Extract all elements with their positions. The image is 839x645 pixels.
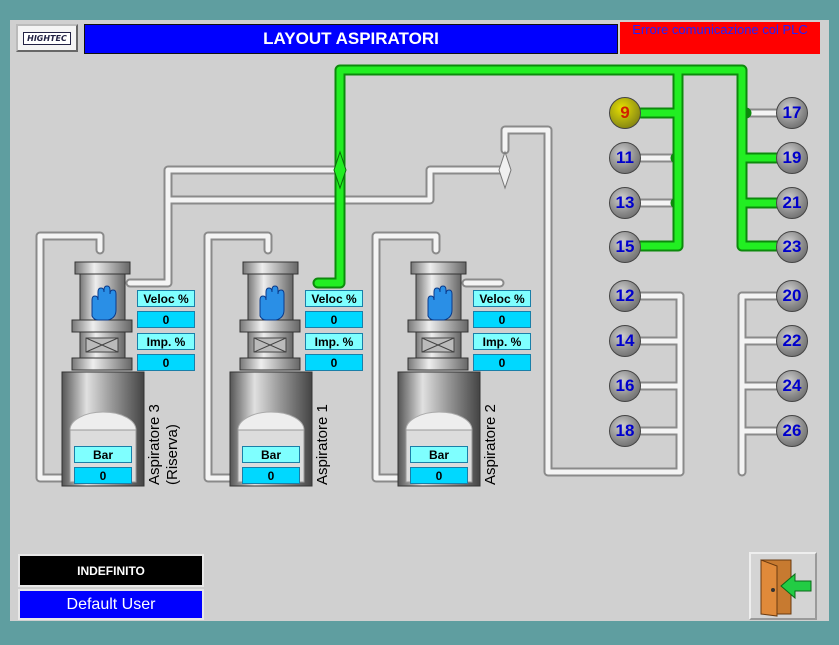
valve-9[interactable]: 9 bbox=[609, 97, 641, 129]
aspirator-3-sub: (Riserva) bbox=[164, 424, 181, 485]
imp-value: 0 bbox=[137, 354, 195, 371]
aspirator-1-name: Aspiratore 1 bbox=[314, 404, 331, 485]
imp-label: Imp. % bbox=[305, 333, 363, 350]
aspirator-3-name: Aspiratore 3 bbox=[146, 404, 163, 485]
current-user[interactable]: Default User bbox=[18, 589, 204, 620]
valve-23[interactable]: 23 bbox=[776, 231, 808, 263]
bar-value: 0 bbox=[242, 467, 300, 484]
valve-21[interactable]: 21 bbox=[776, 187, 808, 219]
valve-19[interactable]: 19 bbox=[776, 142, 808, 174]
bar-label: Bar bbox=[410, 446, 468, 463]
valve-12[interactable]: 12 bbox=[609, 280, 641, 312]
valve-13[interactable]: 13 bbox=[609, 187, 641, 219]
plc-error-banner: Errore comunicazione col PLC bbox=[620, 22, 820, 54]
imp-value: 0 bbox=[473, 354, 531, 371]
valve-26[interactable]: 26 bbox=[776, 415, 808, 447]
valve-17[interactable]: 17 bbox=[776, 97, 808, 129]
valve-24[interactable]: 24 bbox=[776, 370, 808, 402]
bar-value: 0 bbox=[410, 467, 468, 484]
veloc-value: 0 bbox=[305, 311, 363, 328]
machine-state: INDEFINITO bbox=[18, 554, 204, 587]
exit-button[interactable] bbox=[749, 552, 817, 620]
company-logo: HIGHTEC bbox=[16, 24, 78, 52]
bar-label: Bar bbox=[74, 446, 132, 463]
veloc-label: Veloc % bbox=[305, 290, 363, 307]
hand-icon bbox=[91, 285, 117, 321]
veloc-value: 0 bbox=[473, 311, 531, 328]
imp-label: Imp. % bbox=[473, 333, 531, 350]
hand-icon bbox=[259, 285, 285, 321]
valve-14[interactable]: 14 bbox=[609, 325, 641, 357]
hand-icon bbox=[427, 285, 453, 321]
idle-pipes bbox=[35, 108, 783, 483]
imp-label: Imp. % bbox=[137, 333, 195, 350]
valve-11[interactable]: 11 bbox=[609, 142, 641, 174]
header-valves bbox=[333, 150, 512, 190]
valve-15[interactable]: 15 bbox=[609, 231, 641, 263]
valve-16[interactable]: 16 bbox=[609, 370, 641, 402]
bar-value: 0 bbox=[74, 467, 132, 484]
exit-door-icon bbox=[760, 559, 812, 617]
veloc-label: Veloc % bbox=[137, 290, 195, 307]
aspirator-2-name: Aspiratore 2 bbox=[482, 404, 499, 485]
active-pipes bbox=[312, 64, 786, 289]
valve-20[interactable]: 20 bbox=[776, 280, 808, 312]
valve-22[interactable]: 22 bbox=[776, 325, 808, 357]
page-title: LAYOUT ASPIRATORI bbox=[84, 24, 618, 54]
veloc-value: 0 bbox=[137, 311, 195, 328]
valve-18[interactable]: 18 bbox=[609, 415, 641, 447]
veloc-label: Veloc % bbox=[473, 290, 531, 307]
bar-label: Bar bbox=[242, 446, 300, 463]
imp-value: 0 bbox=[305, 354, 363, 371]
